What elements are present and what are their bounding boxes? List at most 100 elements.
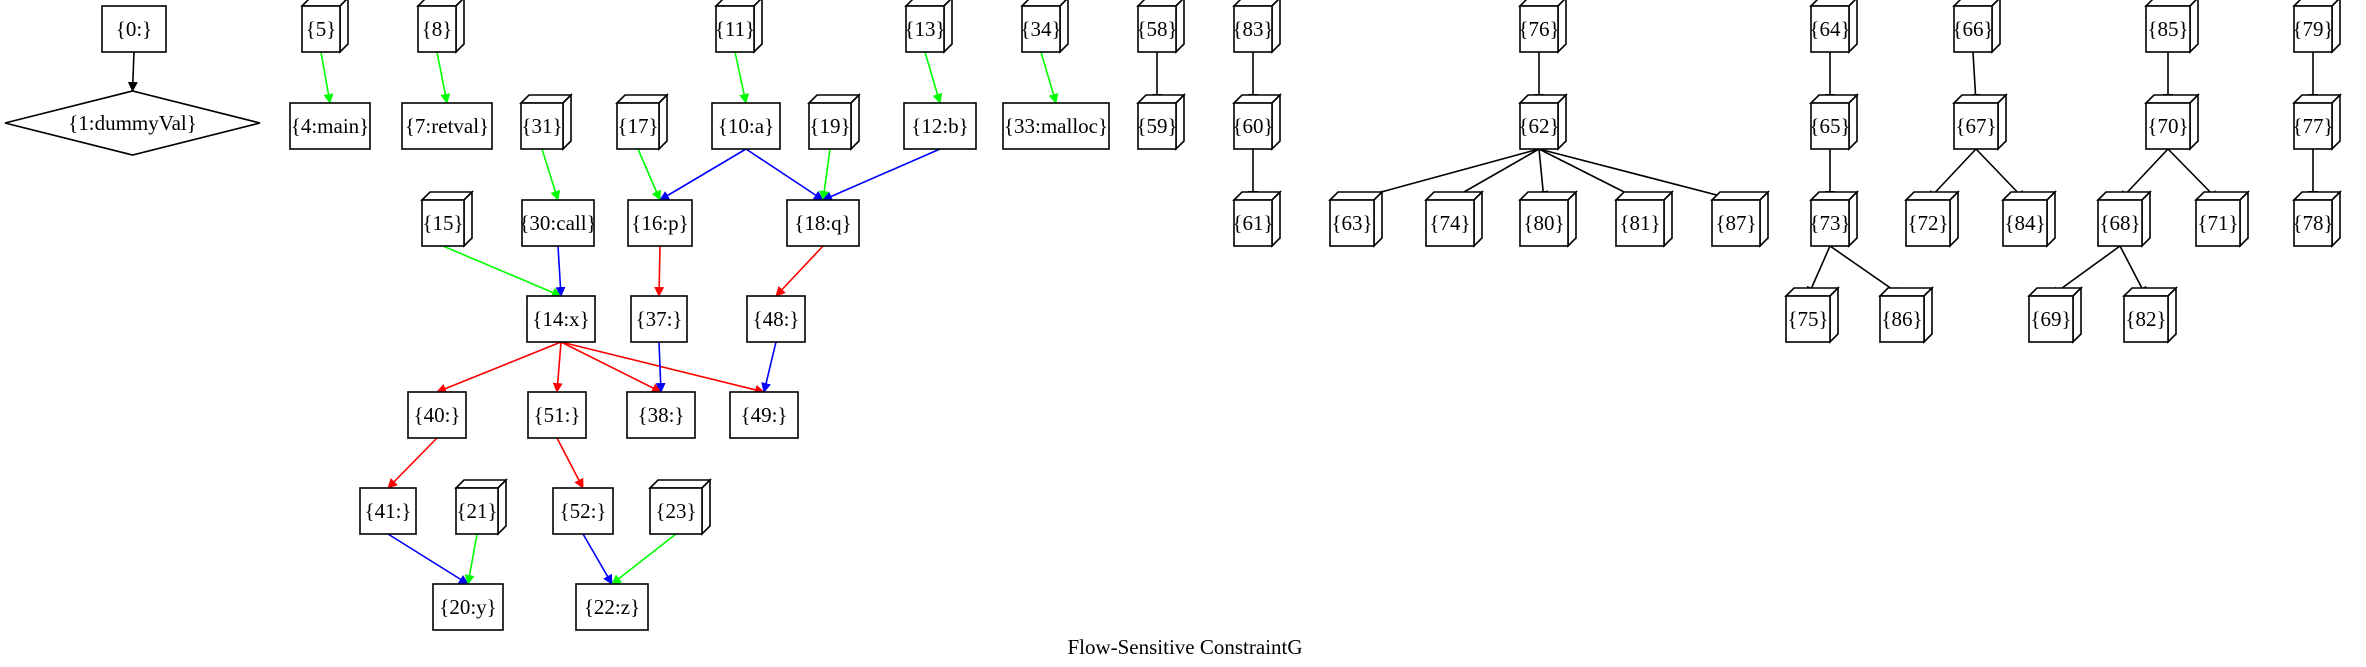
- node-label: {22:z}: [584, 595, 640, 619]
- node-shape-front: [1615, 199, 1665, 247]
- node-shape-box: [786, 199, 860, 247]
- node-shape-box: [630, 295, 688, 343]
- node-label: {10:a}: [718, 114, 774, 138]
- node-shape-side: [455, 0, 465, 54]
- graph-node-49: {49:}: [729, 391, 799, 439]
- node-label: {83}: [1232, 17, 1273, 41]
- graph-node-63: {63}: [1328, 190, 1384, 248]
- graph-node-20: {20:y}: [432, 583, 504, 631]
- node-shape-top: [1518, 191, 1578, 201]
- node-label: {82}: [2125, 307, 2166, 331]
- graph-node-81: {81}: [1614, 190, 1674, 248]
- edge-10-to-16: [659, 148, 747, 201]
- graph-node-12: {12:b}: [903, 102, 977, 150]
- node-shape-front: [421, 199, 465, 247]
- edge-16-to-37: [654, 245, 665, 297]
- node-shape-front: [649, 487, 703, 535]
- node-shape-side: [2141, 190, 2151, 248]
- node-shape-front: [1953, 102, 1999, 150]
- graph-node-72: {72}: [1904, 190, 1960, 248]
- node-shape-box: [359, 487, 417, 535]
- node-label: {74}: [1429, 211, 1470, 235]
- node-shape-front: [616, 102, 660, 150]
- node-label: {66}: [1952, 17, 1993, 41]
- graph-node-67: {67}: [1952, 93, 2008, 151]
- node-label: {49:}: [741, 403, 788, 427]
- node-label: {64}: [1809, 17, 1850, 41]
- node-label: {59}: [1136, 114, 1177, 138]
- graph-node-52: {52:}: [552, 487, 614, 535]
- graph-node-11: {11}: [714, 0, 763, 54]
- graph-node-10: {10:a}: [711, 102, 781, 150]
- node-shape-front: [715, 5, 755, 53]
- node-shape-top: [1614, 191, 1674, 201]
- graph-node-15: {15}: [420, 190, 474, 248]
- node-label: {18:q}: [794, 211, 852, 235]
- node-label: {76}: [1518, 17, 1559, 41]
- node-shape-front: [1519, 199, 1569, 247]
- node-shape-box: [527, 391, 587, 439]
- graph-node-65: {65}: [1809, 93, 1859, 151]
- node-label: {11}: [715, 17, 755, 41]
- node-shape-box: [289, 102, 371, 150]
- node-label: {37:}: [636, 307, 683, 331]
- node-shape-side: [1923, 286, 1933, 344]
- edge-18-to-48: [775, 245, 824, 297]
- node-shape-box: [407, 391, 467, 439]
- edge-0-to-1: [127, 51, 138, 92]
- graph-node-64: {64}: [1809, 0, 1858, 54]
- nodes-layer: {0:}{1:dummyVal}{5}{4:main}{8}{7:retval}…: [4, 0, 2342, 631]
- node-label: {79}: [2292, 17, 2333, 41]
- graph-node-17: {17}: [615, 93, 669, 151]
- node-label: {14:x}: [532, 307, 590, 331]
- graph-node-68: {68}: [2096, 190, 2152, 248]
- graph-node-23: {23}: [648, 478, 712, 536]
- node-shape-box: [526, 295, 596, 343]
- node-shape-box: [729, 391, 799, 439]
- edge-19-to-18: [819, 148, 831, 201]
- edge-13-to-12: [924, 51, 943, 104]
- edge-62-to-81: [1538, 148, 1641, 201]
- node-shape-side: [1567, 190, 1577, 248]
- node-label: {20:y}: [439, 595, 497, 619]
- edge-21-to-20: [464, 533, 478, 585]
- node-shape-front: [301, 5, 341, 53]
- edge-31-to-30: [541, 148, 561, 201]
- node-shape-front: [2097, 199, 2143, 247]
- graph-node-40: {40:}: [407, 391, 467, 439]
- edge-23-to-22: [611, 533, 677, 585]
- node-label: {8}: [422, 17, 453, 41]
- node-shape-front: [1879, 295, 1925, 343]
- node-label: {71}: [2197, 211, 2238, 235]
- node-shape-front: [1233, 102, 1273, 150]
- graph-title: Flow-Sensitive ConstraintG: [1067, 635, 1302, 659]
- edge-30-to-14: [555, 245, 566, 297]
- node-shape-front: [1519, 5, 1559, 53]
- node-shape-front: [2293, 102, 2333, 150]
- graph-node-19: {19}: [807, 93, 861, 151]
- node-label: {33:malloc}: [1004, 114, 1108, 138]
- node-shape-front: [2293, 199, 2333, 247]
- node-shape-front: [1905, 199, 1951, 247]
- node-shape-diamond: [4, 90, 261, 156]
- graph-node-86: {86}: [1878, 286, 1934, 344]
- node-shape-side: [339, 0, 349, 54]
- edge-8-to-7: [436, 51, 451, 104]
- graph-node-21: {21}: [454, 478, 508, 536]
- edge-14-to-51: [552, 341, 563, 393]
- edge-40-to-41: [387, 437, 438, 489]
- node-shape-front: [1711, 199, 1761, 247]
- node-shape-side: [497, 478, 507, 536]
- node-shape-box: [575, 583, 649, 631]
- edge-15-to-14: [442, 245, 562, 298]
- graph-node-83: {83}: [1232, 0, 1281, 54]
- node-shape-front: [417, 5, 457, 53]
- node-label: {51:}: [534, 403, 581, 427]
- node-label: {78}: [2292, 211, 2333, 235]
- node-shape-side: [1473, 190, 1483, 248]
- node-shape-front: [1785, 295, 1831, 343]
- edge-34-to-33: [1040, 51, 1059, 104]
- node-shape-front: [455, 487, 499, 535]
- graph-node-62: {62}: [1518, 93, 1568, 151]
